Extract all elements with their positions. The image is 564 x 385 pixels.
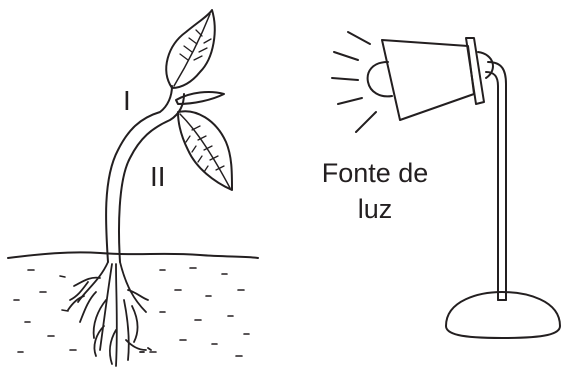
ground-line bbox=[7, 251, 259, 259]
lamp-shade bbox=[381, 37, 485, 121]
plant-roots bbox=[67, 261, 152, 367]
lamp-bulb bbox=[366, 61, 393, 98]
label-light-source-line1: Fonte de bbox=[322, 158, 429, 188]
lower-leaf bbox=[177, 110, 233, 191]
lamp-base bbox=[445, 291, 561, 339]
upper-leaf bbox=[165, 9, 216, 89]
lamp-arm bbox=[485, 61, 507, 301]
light-rays bbox=[331, 31, 377, 133]
plant-bud bbox=[175, 91, 225, 105]
plant-stem bbox=[105, 85, 185, 263]
label-stem-upper: I bbox=[123, 85, 131, 116]
soil-specks bbox=[13, 267, 250, 357]
label-light-source-line2: luz bbox=[358, 194, 393, 224]
label-stem-lower: II bbox=[150, 161, 166, 192]
